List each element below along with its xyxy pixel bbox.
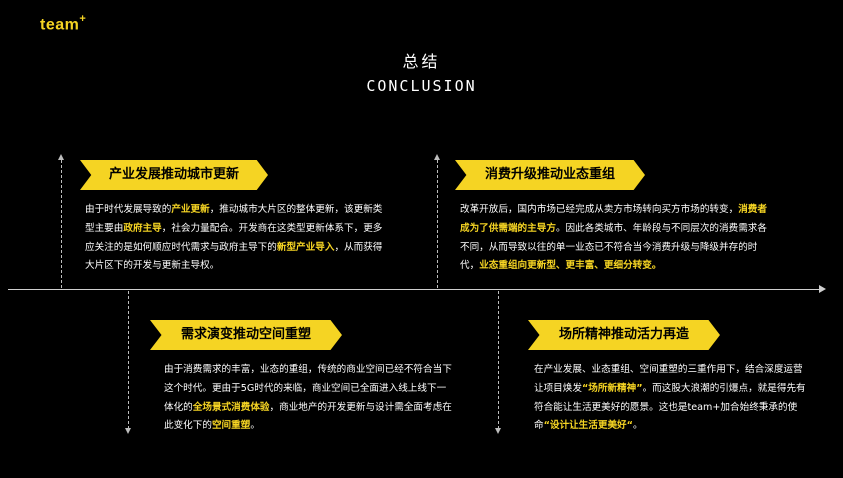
section-paragraph-consumption: 改革开放后，国内市场已经完成从卖方市场转向买方市场的转变，消费者成为了供需端的主… [460, 201, 772, 276]
highlight-text: 全场景式消费体验 [192, 401, 270, 413]
connector-arrow-up-icon [434, 154, 440, 160]
highlight-text: 新型产业导入 [276, 241, 335, 253]
logo-text: team [40, 16, 80, 34]
highlight-text: 政府主导 [123, 222, 162, 234]
body-text: ，社会力量配合。开发商在这类型更新体系下，更多应关注的是如何顺应时代需求与政府主… [85, 222, 383, 253]
section-heading-demand: 需求演变推动空间重塑 [150, 320, 342, 350]
body-text: 改革开放后，国内市场已经完成从卖方市场转向买方市场的转变， [460, 204, 739, 215]
connector-line-3 [128, 291, 129, 429]
body-text: 由于消费需求的丰富，业态的重组，传统的商业空间已经不符合当下这个时代。更由于5G… [164, 364, 452, 413]
logo-plus: + [79, 13, 87, 25]
timeline-axis [8, 289, 823, 290]
connector-arrow-down-icon [125, 428, 131, 434]
page-subtitle: CONCLUSION [366, 77, 477, 95]
connector-line-1 [61, 160, 62, 288]
body-text: 。因此各类城市、年龄段与不同层次的消费需求各不同，从而导致以往的单一业态已不符合… [460, 222, 767, 272]
timeline-arrow-icon [819, 285, 826, 293]
section-paragraph-industry: 由于时代发展导致的产业更新，推动城市大片区的整体更新，该更新类型主要由政府主导，… [85, 201, 390, 276]
body-text: ，从而获得大片区下的开发与更新主导权。 [85, 241, 383, 272]
body-text: ，推动城市大片区的整体更新，该更新类型主要由 [85, 204, 383, 234]
highlight-text: “场所新精神” [581, 382, 643, 394]
highlight-text: 业态重组向更新型、更丰富、更细分转变。 [479, 260, 662, 272]
body-text: ，商业地产的开发更新与设计需全面考虑在此变化下的 [164, 401, 452, 432]
team-plus-logo: team+ [40, 13, 87, 34]
highlight-text: 产业更新 [171, 204, 210, 215]
connector-line-2 [437, 160, 438, 288]
section-heading-consumption: 消费升级推动业态重组 [455, 160, 645, 190]
body-text: 。 [632, 420, 643, 432]
body-text: 。而这股大浪潮的引爆点，就是得先有符合能让生活更美好的愿景。这也是team+加合… [534, 382, 806, 432]
body-text: 由于时代发展导致的 [85, 204, 172, 215]
section-paragraph-place: 在产业发展、业态重组、空间重塑的三重作用下，结合深度运营让项目焕发“场所新精神”… [534, 361, 812, 436]
highlight-text: 空间重塑 [211, 420, 251, 432]
page-title: 总结 [402, 52, 441, 71]
section-heading-industry: 产业发展推动城市更新 [80, 160, 268, 190]
connector-arrow-up-icon [58, 154, 64, 160]
connector-arrow-down-icon [495, 428, 501, 434]
section-paragraph-demand: 由于消费需求的丰富，业态的重组，传统的商业空间已经不符合当下这个时代。更由于5G… [164, 361, 454, 436]
connector-line-4 [498, 291, 499, 429]
body-text: 在产业发展、业态重组、空间重塑的三重作用下，结合深度运营让项目焕发 [534, 364, 803, 394]
highlight-text: 消费者成为了供需端的主导方 [460, 204, 767, 234]
highlight-text: “设计让生活更美好“ [543, 420, 633, 432]
section-heading-place: 场所精神推动活力再造 [528, 320, 720, 350]
body-text: 。 [250, 420, 260, 432]
